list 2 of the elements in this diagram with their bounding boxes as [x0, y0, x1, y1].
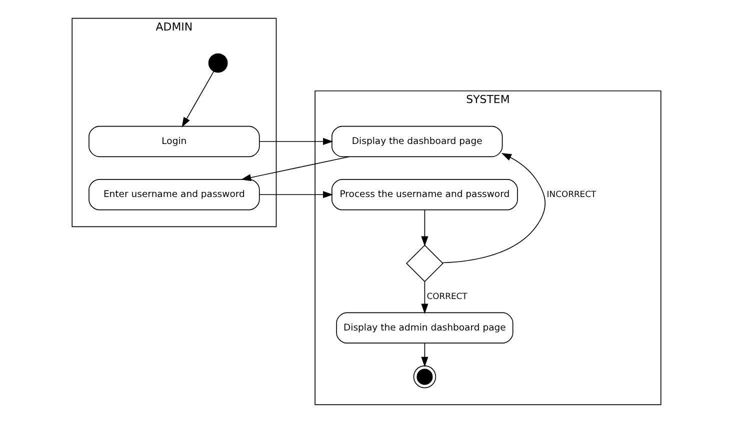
edge-label: INCORRECT	[546, 188, 596, 199]
edge-label: CORRECT	[426, 291, 467, 302]
